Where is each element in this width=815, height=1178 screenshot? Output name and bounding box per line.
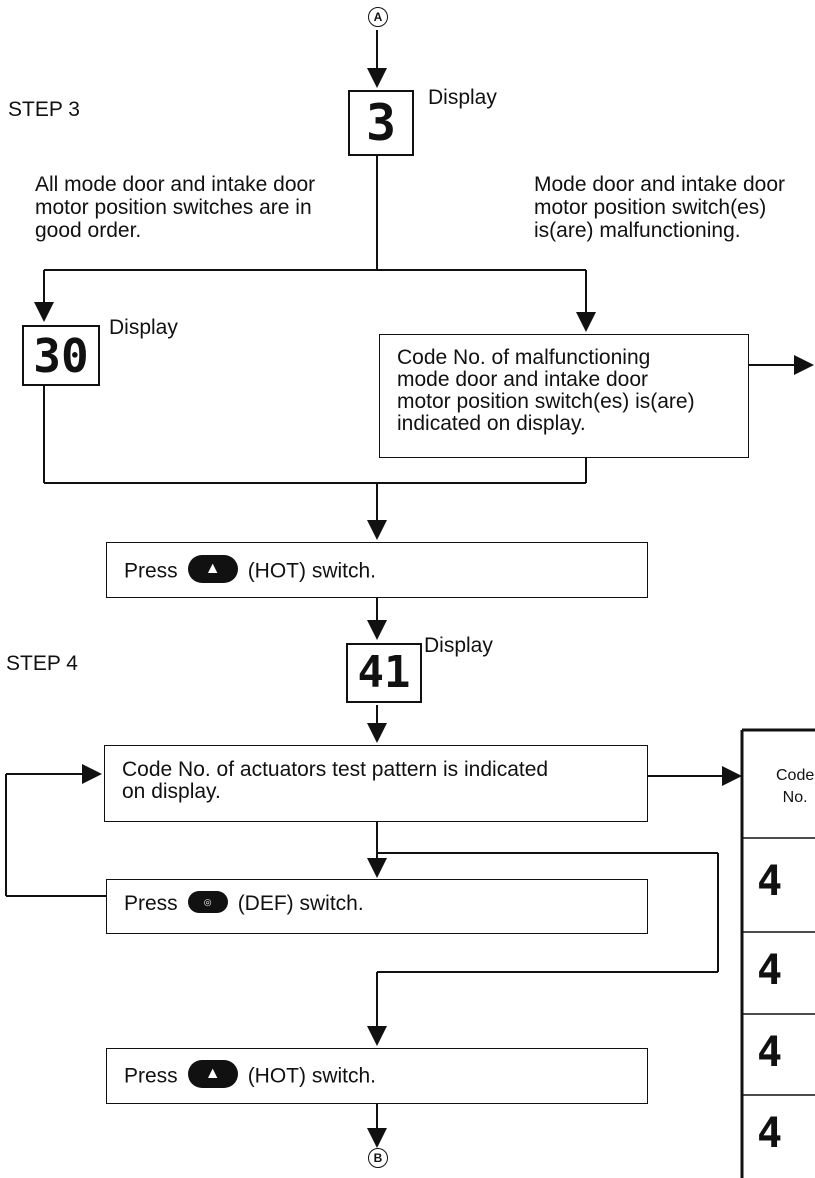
hot-button-icon[interactable]: ▲ xyxy=(187,1060,238,1088)
actuator-test-box: Code No. of actuators test pattern is in… xyxy=(104,745,648,822)
step4-label: STEP 4 xyxy=(6,652,78,675)
connector-b: B xyxy=(368,1148,388,1168)
press-hot-box-2: Press▲(HOT) switch. xyxy=(106,1048,648,1104)
side-table-code-3: 4 xyxy=(757,1027,783,1076)
hot-button-icon[interactable]: ▲ xyxy=(187,555,238,583)
side-table-code-4: 4 xyxy=(757,1108,783,1157)
display-label-30: Display xyxy=(109,316,178,339)
malfunction-branch-text: Mode door and intake door motor position… xyxy=(534,173,786,242)
press-def-box: Press◎(DEF) switch. xyxy=(106,879,648,934)
side-table-code-1: 4 xyxy=(757,856,783,905)
side-table-code-2: 4 xyxy=(757,945,783,994)
display-label-41: Display xyxy=(424,634,493,657)
malfunction-code-box: Code No. of malfunctioning mode door and… xyxy=(379,334,749,458)
def-button-icon[interactable]: ◎ xyxy=(187,891,228,914)
press-hot-box-1: Press▲(HOT) switch. xyxy=(106,542,648,598)
ok-branch-text: All mode door and intake door motor posi… xyxy=(35,173,316,242)
display-label-3: Display xyxy=(428,86,497,109)
side-table-header: Code No. xyxy=(776,767,815,806)
step3-label: STEP 3 xyxy=(8,98,80,121)
display-41: 41 xyxy=(346,643,422,703)
connector-a: A xyxy=(368,7,388,27)
display-3: 3 xyxy=(348,90,414,156)
display-30: 30 xyxy=(22,325,100,386)
